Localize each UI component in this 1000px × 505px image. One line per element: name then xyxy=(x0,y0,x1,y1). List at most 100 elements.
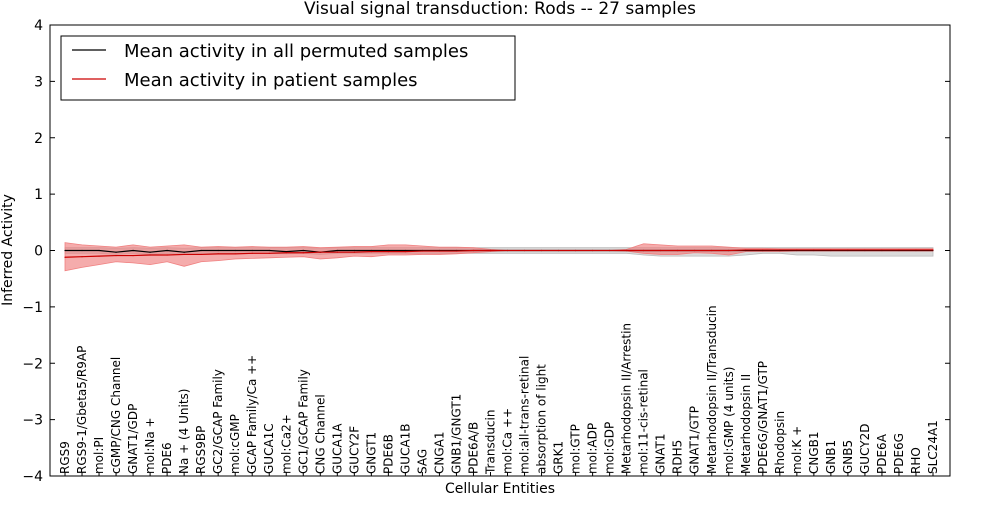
x-tick-label: RDH5 xyxy=(671,440,685,474)
data-point xyxy=(455,250,458,252)
legend: Mean activity in all permuted samples Me… xyxy=(60,35,516,101)
x-tick-label: PDE6G/GNAT1/GTP xyxy=(756,361,770,474)
data-point xyxy=(234,253,236,255)
data-point xyxy=(660,249,662,252)
x-tick-label: Metarhodopsin II/Arrestin xyxy=(620,323,634,474)
y-axis-label: Inferred Activity xyxy=(0,194,16,306)
data-point xyxy=(149,254,151,256)
x-tick-label: SAG xyxy=(415,449,429,474)
y-tick-label: −2 xyxy=(22,356,43,372)
x-tick-label: RGS9 xyxy=(58,441,72,474)
x-tick-label: GC2/GCAP Family xyxy=(211,369,225,474)
data-point xyxy=(251,249,253,252)
data-point xyxy=(268,249,270,252)
y-tick-label: 3 xyxy=(34,74,43,90)
data-point xyxy=(353,249,355,252)
data-point xyxy=(81,256,83,258)
x-tick-label: mol:Ca2+ xyxy=(279,414,293,474)
data-point xyxy=(115,254,117,257)
x-tick-label: GNB1/GNGT1 xyxy=(449,394,463,474)
series-line-patient xyxy=(64,249,933,258)
data-point xyxy=(796,249,798,251)
legend-label-patient: Mean activity in patient samples xyxy=(124,70,418,91)
data-point xyxy=(609,249,611,252)
data-point xyxy=(813,249,815,251)
x-tick-label: SLC24A1 xyxy=(926,420,940,474)
data-point xyxy=(387,251,389,253)
data-point xyxy=(336,251,338,253)
data-point xyxy=(98,255,100,257)
x-tick-label: PDE6A/B xyxy=(466,422,480,474)
x-tick-label: Na + (4 Units) xyxy=(177,388,191,474)
x-tick-label: mol:ADP xyxy=(586,423,600,474)
data-point xyxy=(166,254,168,256)
bands-layer xyxy=(64,242,934,272)
data-point xyxy=(711,249,713,252)
legend-box xyxy=(60,35,516,101)
x-tick-label: mol:Na + xyxy=(143,417,157,474)
data-point xyxy=(540,249,543,252)
x-tick-label: GNAT1/GDP xyxy=(126,404,140,474)
data-point xyxy=(302,249,304,252)
data-point xyxy=(336,249,338,252)
x-tick-label: mol:11-cis-retinal xyxy=(637,369,651,474)
legend-label-permuted: Mean activity in all permuted samples xyxy=(124,41,468,62)
data-point xyxy=(217,249,219,252)
lines-layer xyxy=(64,249,934,258)
data-point xyxy=(694,249,696,252)
x-tick-label: mol:K + xyxy=(790,426,804,474)
x-tick-label: mol:cGMP xyxy=(228,414,242,474)
x-tick-label: cGMP/CNG Channel xyxy=(109,357,123,474)
x-tick-label: CNG Channel xyxy=(313,394,327,474)
data-point xyxy=(268,252,270,254)
x-tick-label: GNAT1/GTP xyxy=(688,406,702,474)
x-tick-label: GNB1 xyxy=(824,440,838,474)
y-tick-label: 1 xyxy=(34,187,43,203)
x-tick-label: GUCY2D xyxy=(858,424,872,474)
x-tick-label: GUCA1A xyxy=(330,423,344,474)
data-point xyxy=(302,252,304,254)
x-tick-label: PDE6A xyxy=(875,433,889,474)
data-point xyxy=(898,249,900,251)
x-tick-label: mol:PI xyxy=(92,437,106,474)
data-point xyxy=(421,250,424,252)
x-tick-label: mol:GMP (4 units) xyxy=(722,367,736,474)
data-point xyxy=(592,249,594,252)
x-tick-label: mol:GDP xyxy=(603,422,617,474)
data-point xyxy=(64,256,66,258)
data-point xyxy=(200,253,202,256)
x-tick-label: Metarhodopsin II xyxy=(739,374,753,474)
data-point xyxy=(183,251,185,253)
data-point xyxy=(864,249,866,251)
data-point xyxy=(285,251,287,253)
data-point xyxy=(489,249,492,252)
data-point xyxy=(370,251,372,253)
data-point xyxy=(81,249,83,252)
x-tick-label: mol:GTP xyxy=(569,424,583,474)
x-tick-label: RGS9-1/Gbeta5/R9AP xyxy=(75,346,89,474)
y-tick-label: −4 xyxy=(22,469,43,485)
x-tick-label: PDE6B xyxy=(381,434,395,474)
data-point xyxy=(745,249,747,251)
data-point xyxy=(404,249,406,252)
x-tick-label: RHO xyxy=(909,447,923,474)
x-tick-label: GCAP Family/Ca ++ xyxy=(245,355,259,474)
y-tick-label: −3 xyxy=(22,413,43,429)
x-tick-label: GNGT1 xyxy=(364,432,378,474)
x-tick-label: PDE6G xyxy=(892,433,906,474)
data-point xyxy=(183,253,185,256)
data-point xyxy=(115,251,117,253)
y-tick-label: −1 xyxy=(22,300,43,316)
data-point xyxy=(779,249,781,251)
data-point xyxy=(932,249,934,251)
x-tick-label: GUCY2F xyxy=(347,426,361,474)
data-point xyxy=(438,250,441,252)
data-point xyxy=(830,249,832,251)
x-tick-label: Rhodopsin xyxy=(773,411,787,474)
data-point xyxy=(404,251,406,253)
x-tick-label: GC1/GCAP Family xyxy=(296,369,310,474)
data-point xyxy=(847,249,849,251)
